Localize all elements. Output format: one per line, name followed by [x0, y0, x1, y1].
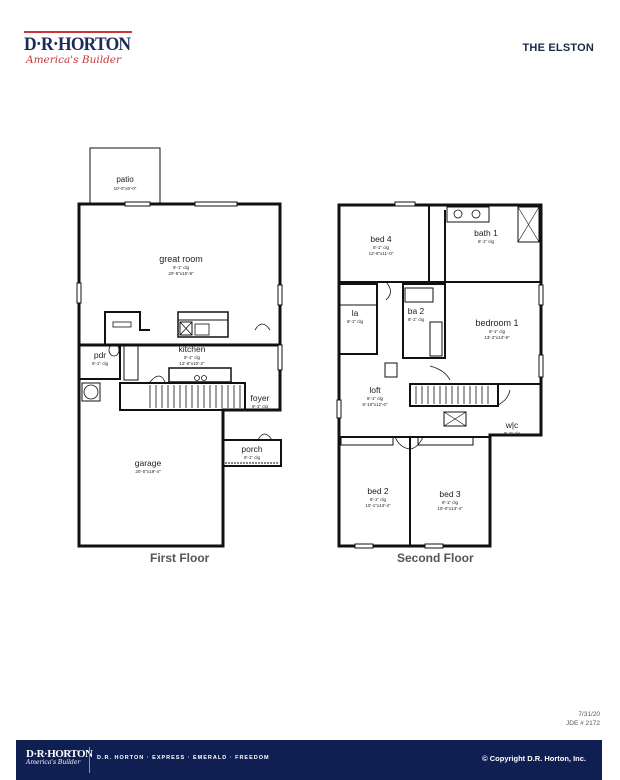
svg-text:8'-1" clg: 8'-1" clg: [373, 245, 389, 250]
logo-tagline: America's Builder: [26, 54, 122, 66]
great-room-label: great room: [159, 254, 203, 264]
logo-brand: D·R·HORTON: [24, 34, 131, 55]
footer-logo: D·R·HORTON America's Builder: [26, 748, 93, 766]
second-floor-label: Second Floor: [397, 551, 474, 565]
svg-text:8'-1" clg: 8'-1" clg: [442, 500, 458, 505]
svg-text:20'-0"x19'-4": 20'-0"x19'-4": [135, 469, 161, 474]
footer-logo-tagline: America's Builder: [26, 759, 81, 766]
first-floor-plan: [76, 147, 283, 548]
patio-label: patio: [116, 175, 134, 184]
wic-label: w|c: [505, 420, 519, 430]
svg-text:8'-1" clg: 8'-1" clg: [367, 396, 383, 401]
svg-text:9'-1" clg: 9'-1" clg: [244, 455, 260, 460]
kitchen-label: kitchen: [179, 344, 206, 354]
svg-text:8'-1" clg: 8'-1" clg: [489, 329, 505, 334]
jde-number: JDE # 2172: [566, 720, 600, 727]
bath1-label: bath 1: [474, 228, 498, 238]
loft-label: loft: [369, 385, 381, 395]
first-floor-label: First Floor: [150, 551, 210, 565]
footer-divider: [89, 747, 90, 773]
pdr-label: pdr: [94, 350, 106, 360]
footer-bar: D·R·HORTON America's Builder D.R. HORTON…: [16, 740, 602, 780]
svg-text:9'-1" clg: 9'-1" clg: [173, 265, 189, 270]
svg-text:8'-1" clg: 8'-1" clg: [504, 431, 520, 436]
bed2-label: bed 2: [367, 486, 389, 496]
footer-copyright: © Copyright D.R. Horton, Inc.: [482, 754, 586, 763]
room-labels: patio 10'-0"x8'-0" great room 9'-1" clg …: [92, 175, 520, 511]
revision-info: 7/31/20 JDE # 2172: [566, 710, 600, 728]
svg-text:8'-1" clg: 8'-1" clg: [478, 239, 494, 244]
svg-text:9'-1" clg: 9'-1" clg: [92, 361, 108, 366]
svg-text:10'-0"x13'-4": 10'-0"x13'-4": [437, 506, 463, 511]
ba2-label: ba 2: [408, 306, 425, 316]
svg-text:13'-2"x14'-9": 13'-2"x14'-9": [484, 335, 510, 340]
footer-brands: D.R. HORTON · EXPRESS · EMERALD · FREEDO…: [97, 755, 270, 761]
svg-text:12'-6"x10'-2": 12'-6"x10'-2": [179, 361, 205, 366]
svg-text:8'-1" clg: 8'-1" clg: [408, 317, 424, 322]
svg-text:9'-10"x12'-0": 9'-10"x12'-0": [362, 402, 388, 407]
bed3-label: bed 3: [439, 489, 461, 499]
la-label: la: [352, 308, 359, 318]
svg-text:8'-1" clg: 8'-1" clg: [347, 319, 363, 324]
garage-label: garage: [135, 458, 162, 468]
svg-text:20'-5"x15'-9": 20'-5"x15'-9": [168, 271, 194, 276]
svg-text:9'-1" clg: 9'-1" clg: [184, 355, 200, 360]
svg-text:9'-1" clg: 9'-1" clg: [252, 404, 268, 409]
svg-text:10'-0"x8'-0": 10'-0"x8'-0": [114, 186, 137, 191]
bed4-label: bed 4: [370, 234, 392, 244]
footer-logo-brand: D·R·HORTON: [26, 748, 93, 760]
revision-date: 7/31/20: [578, 711, 600, 718]
porch-label: porch: [241, 444, 263, 454]
floor-plans: patio 10'-0"x8'-0" great room 9'-1" clg …: [76, 147, 544, 549]
foyer-label: foyer: [251, 393, 270, 403]
svg-text:8'-1" clg: 8'-1" clg: [370, 497, 386, 502]
plan-name: THE ELSTON: [522, 42, 594, 54]
svg-text:12'-6"x11'-0": 12'-6"x11'-0": [369, 251, 394, 256]
drhorton-logo: D·R·HORTON America's Builder: [22, 31, 134, 69]
logo-rule: [24, 31, 132, 33]
svg-text:10'-1"x13'-4": 10'-1"x13'-4": [365, 503, 391, 508]
second-floor-plan: [336, 201, 544, 549]
bedroom1-label: bedroom 1: [475, 318, 518, 328]
